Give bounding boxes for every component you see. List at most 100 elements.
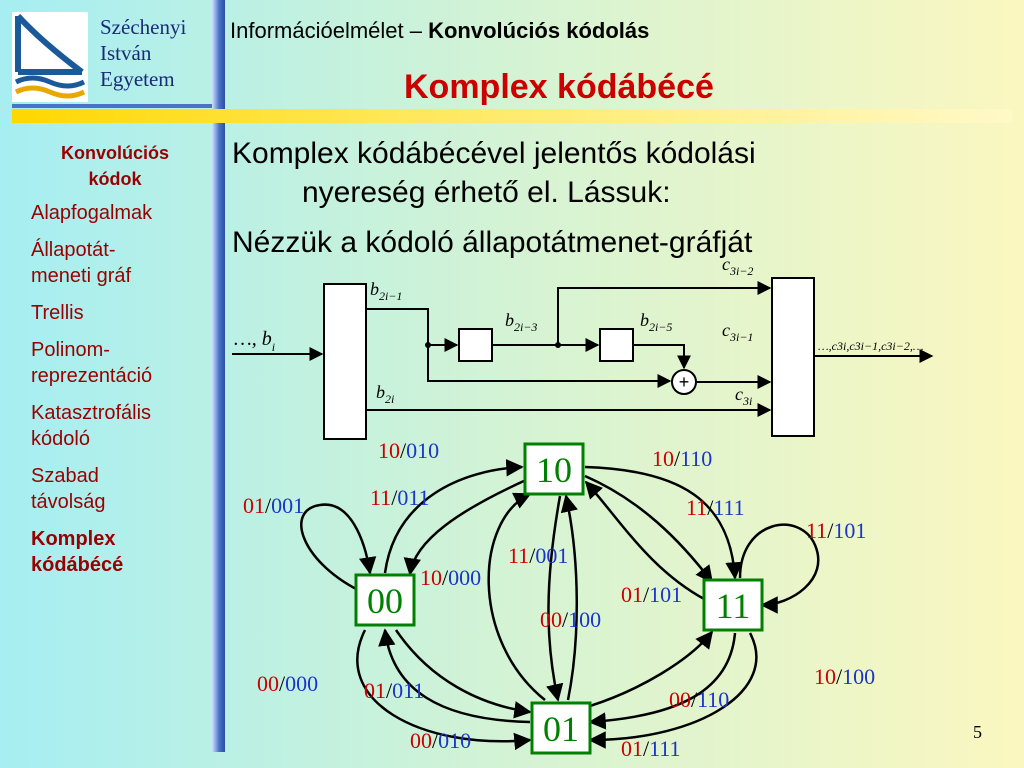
edge-label-16-in: 01 xyxy=(621,736,643,761)
course-header: Információelmélet – Konvolúciós kódolás xyxy=(230,18,649,44)
logo-line-3: Egyetem xyxy=(100,67,175,91)
label-c3i-2-sub: 3i−2 xyxy=(729,264,753,278)
header-rule xyxy=(12,109,1012,123)
slide-title: Komplex kódábécé xyxy=(404,68,714,106)
edge-label-16-out: 111 xyxy=(649,736,680,761)
label-c3i-1-sub: 3i−1 xyxy=(729,330,753,344)
edge-label-4-in: 10 xyxy=(652,446,674,471)
edge-label-7-out: 001 xyxy=(535,543,568,568)
edge-label-11-in: 00 xyxy=(257,671,279,696)
edge-label-1-out: 010 xyxy=(406,438,439,463)
university-name: Széchenyi István Egyetem xyxy=(100,14,186,92)
edge-label-10-in: 00 xyxy=(540,607,562,632)
junction-dot-1 xyxy=(425,342,431,348)
edge-label-8-out: 000 xyxy=(448,565,481,590)
edge-11-to-10 xyxy=(584,480,707,602)
sidebar-item-komplex-kodabece[interactable]: Komplex kódábécé xyxy=(31,528,124,576)
logo-line-1: Széchenyi xyxy=(100,15,187,39)
edge-00-outer-bottom xyxy=(356,629,532,751)
state-10-box xyxy=(523,442,585,496)
edge-label-13-out: 110 xyxy=(697,687,729,712)
edge-01-to-00 xyxy=(378,628,531,724)
edge-label-2: 01/001 xyxy=(243,493,304,518)
edge-00-to-01 xyxy=(394,629,532,719)
edge-label-3-out: 011 xyxy=(397,485,429,510)
sidebar-item-katasztrofalis-kodolo[interactable]: Katasztrofális kódoló xyxy=(31,402,152,450)
encoder-diagram xyxy=(232,277,934,440)
edge-00-to-10 xyxy=(383,459,524,574)
label-c3i: c3i xyxy=(735,384,752,408)
page-number: 5 xyxy=(973,722,982,742)
edge-labels: 10/010 01/001 11/011 10/110 11/111 11/10… xyxy=(243,438,875,761)
edge-label-12: 01/011 xyxy=(364,678,424,703)
edge-label-14-in: 10 xyxy=(814,664,836,689)
edge-01-to-10-b xyxy=(560,494,579,701)
edge-label-6-in: 11 xyxy=(806,518,827,543)
state-01-label: 01 xyxy=(543,709,579,749)
delay-block-2 xyxy=(599,328,634,362)
header-prefix: Információelmélet – xyxy=(230,18,429,43)
edge-label-12-in: 01 xyxy=(364,678,386,703)
edge-label-6: 11/101 xyxy=(806,518,866,543)
edge-label-8-in: 10 xyxy=(420,565,442,590)
edge-label-10: 00/100 xyxy=(540,607,601,632)
delay-block-1 xyxy=(458,328,493,362)
state-01-box xyxy=(530,701,592,755)
edge-10-to-11-inner xyxy=(584,474,714,584)
label-b2i-3-sub: 2i−3 xyxy=(514,320,537,334)
sidebar-item-allapotatmeneti-graf[interactable]: Állapotát-meneti gráf xyxy=(31,239,132,287)
edge-01-to-11 xyxy=(589,630,714,708)
edge-label-9: 01/101 xyxy=(621,582,682,607)
sidebar-item-polinom-reprezentacio[interactable]: Polinom-reprezentáció xyxy=(31,339,153,387)
edge-label-7-in: 11 xyxy=(508,543,529,568)
parallel-serial-block xyxy=(771,277,815,437)
edge-label-7: 11/001 xyxy=(508,543,568,568)
label-b2i-5-main: b xyxy=(640,310,649,330)
edge-label-5: 11/111 xyxy=(686,495,745,520)
label-b2i-3: b2i−3 xyxy=(505,310,537,334)
label-c3i-sub: 3i xyxy=(742,394,752,408)
input-label: …, bi xyxy=(234,328,275,354)
sidebar-item-trellis[interactable]: Trellis xyxy=(31,302,84,324)
edge-label-4-out: 110 xyxy=(680,446,712,471)
state-11-label: 11 xyxy=(716,586,751,626)
label-b2i-main: b xyxy=(376,382,385,402)
input-label-main: …, b xyxy=(234,328,272,350)
vertical-divider xyxy=(212,0,225,752)
label-b2i-1-sub: 2i−1 xyxy=(379,289,402,303)
label-b2i-1-main: b xyxy=(370,279,379,299)
label-b2i: b2i xyxy=(376,382,394,406)
label-b2i-5: b2i−5 xyxy=(640,310,672,334)
body-line-1: Komplex kódábécével jelentős kódolási xyxy=(232,137,756,170)
state-00-box xyxy=(354,573,416,627)
edge-label-1: 10/010 xyxy=(378,438,439,463)
edge-label-12-out: 011 xyxy=(392,678,424,703)
label-b2i-sub: 2i xyxy=(385,392,394,406)
label-b2i-1: b2i−1 xyxy=(370,279,402,303)
university-logo xyxy=(12,12,88,102)
input-label-sub: i xyxy=(272,340,275,354)
edge-11-outer-bottom xyxy=(588,632,758,749)
edge-label-3-in: 11 xyxy=(370,485,391,510)
state-10-label: 10 xyxy=(536,450,572,490)
body-line-2: nyereség érhető el. Lássuk: xyxy=(302,176,671,209)
label-b2i-3-main: b xyxy=(505,310,514,330)
body-line-3: Nézzük a kódoló állapotátmenet-gráfját xyxy=(232,226,753,259)
edge-11-self xyxy=(738,523,820,614)
edge-label-15-out: 010 xyxy=(438,728,471,753)
edge-label-2-in: 01 xyxy=(243,493,265,518)
edge-label-14: 10/100 xyxy=(814,664,875,689)
edge-label-9-out: 101 xyxy=(649,582,682,607)
serial-parallel-block xyxy=(323,283,367,440)
edge-01-to-10 xyxy=(487,492,546,701)
edge-label-11-out: 000 xyxy=(285,671,318,696)
edge-label-13: 00/110 xyxy=(669,687,729,712)
sidebar-item-szabad-tavolsag[interactable]: Szabad távolság xyxy=(31,465,106,513)
sidebar-item-alapfogalmak[interactable]: Alapfogalmak xyxy=(31,202,153,224)
edge-label-4: 10/110 xyxy=(652,446,712,471)
edge-label-16: 01/111 xyxy=(621,736,681,761)
edge-10-to-01 xyxy=(546,495,564,702)
edge-label-5-in: 11 xyxy=(686,495,707,520)
junction-dot-2 xyxy=(555,342,561,348)
